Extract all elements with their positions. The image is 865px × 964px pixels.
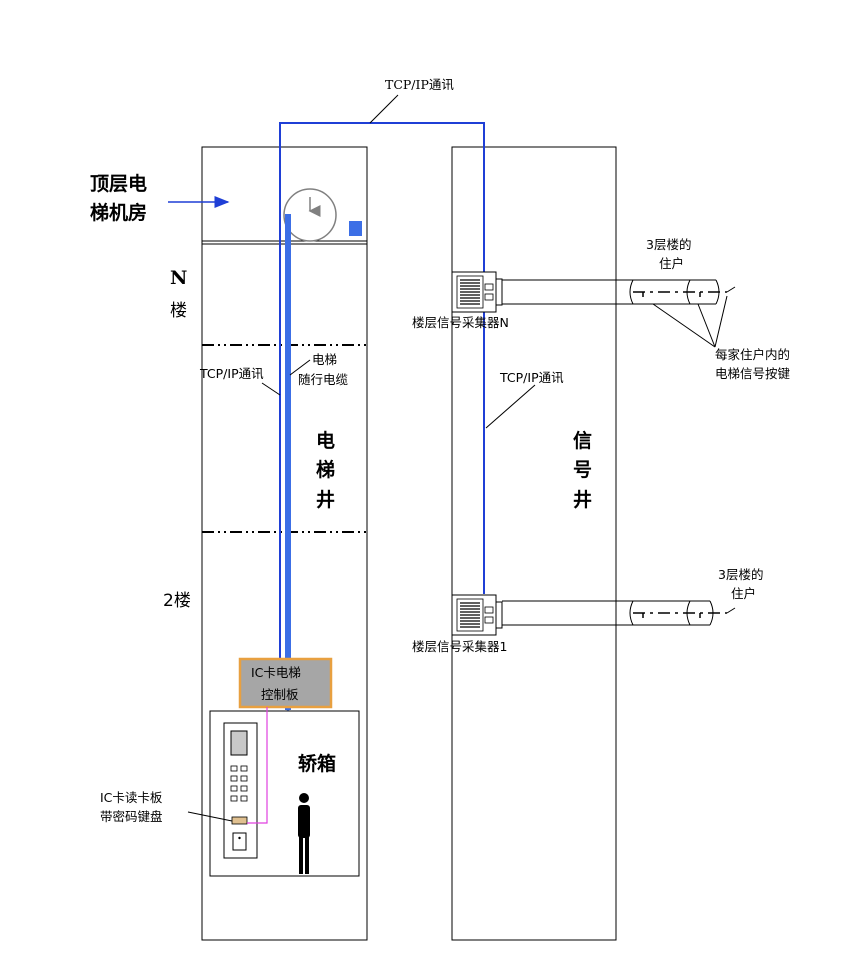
floor-collector-1 bbox=[451, 594, 503, 636]
signal-shaft-label-2: 号 bbox=[573, 459, 592, 481]
collector-n-label: 楼层信号采集器N bbox=[412, 315, 509, 330]
person-icon bbox=[298, 793, 310, 874]
residents-bottom-label-line1: 3层楼的 bbox=[718, 567, 763, 582]
tcp-left-leader bbox=[261, 382, 281, 396]
residents-bottom-label-line2: 住户 bbox=[731, 586, 756, 601]
traveling-cable-leader bbox=[289, 359, 311, 376]
buttons-label-line2: 电梯信号按键 bbox=[715, 366, 791, 381]
signal-shaft-label-3: 井 bbox=[573, 489, 592, 511]
floor-collector-n bbox=[451, 271, 503, 313]
tcp-right-leader bbox=[485, 384, 536, 429]
tcp-ip-network-line bbox=[279, 122, 485, 660]
residents-top-label-line1: 3层楼的 bbox=[646, 237, 691, 252]
machine-room-label-line1: 顶层电 bbox=[90, 172, 147, 195]
reader-label-line2: 带密码键盘 bbox=[100, 809, 163, 824]
reader-wire bbox=[247, 707, 268, 824]
floor-n-label-letter: N bbox=[170, 267, 187, 289]
signal-shaft-label-1: 信 bbox=[573, 429, 592, 452]
traction-sheave bbox=[283, 188, 337, 242]
buttons-label-line1: 每家住户内的 bbox=[715, 347, 790, 362]
tcp-label-left: TCP/IP通讯 bbox=[199, 366, 264, 381]
reader-leader bbox=[187, 811, 233, 822]
floor-2-label: 2楼 bbox=[163, 591, 191, 611]
traveling-cable-label-line1: 电梯 bbox=[312, 352, 337, 367]
elevator-shaft-label-2: 梯 bbox=[316, 458, 335, 481]
machine-room-label-line2: 梯机房 bbox=[90, 201, 147, 224]
collector-1-label: 楼层信号采集器1 bbox=[412, 639, 507, 654]
resident-conduit-top bbox=[502, 279, 736, 305]
signal-shaft bbox=[451, 146, 617, 941]
traveling-cable-label-line2: 随行电缆 bbox=[298, 372, 349, 387]
reader-label-line1: IC卡读卡板 bbox=[100, 790, 163, 805]
control-board-label-line1: IC卡电梯 bbox=[251, 665, 301, 680]
car-label: 轿箱 bbox=[298, 752, 336, 775]
residents-top-label-line2: 住户 bbox=[659, 256, 684, 271]
floor-n-label-char: 楼 bbox=[170, 301, 187, 321]
keypad-panel bbox=[223, 722, 258, 859]
card-reader-slot bbox=[231, 816, 248, 825]
tcp-label-right: TCP/IP通讯 bbox=[499, 370, 564, 385]
tcp-label-top: TCP/IP通讯 bbox=[385, 77, 454, 92]
tcp-top-leader bbox=[369, 94, 399, 124]
elevator-shaft-label-3: 井 bbox=[316, 489, 335, 511]
control-board-label-line2: 控制板 bbox=[261, 687, 299, 702]
motor-block bbox=[349, 221, 362, 236]
resident-conduit-bottom bbox=[502, 600, 736, 626]
ic-card-control-board bbox=[238, 657, 333, 709]
elevator-shaft-label-1: 电 bbox=[316, 429, 335, 452]
